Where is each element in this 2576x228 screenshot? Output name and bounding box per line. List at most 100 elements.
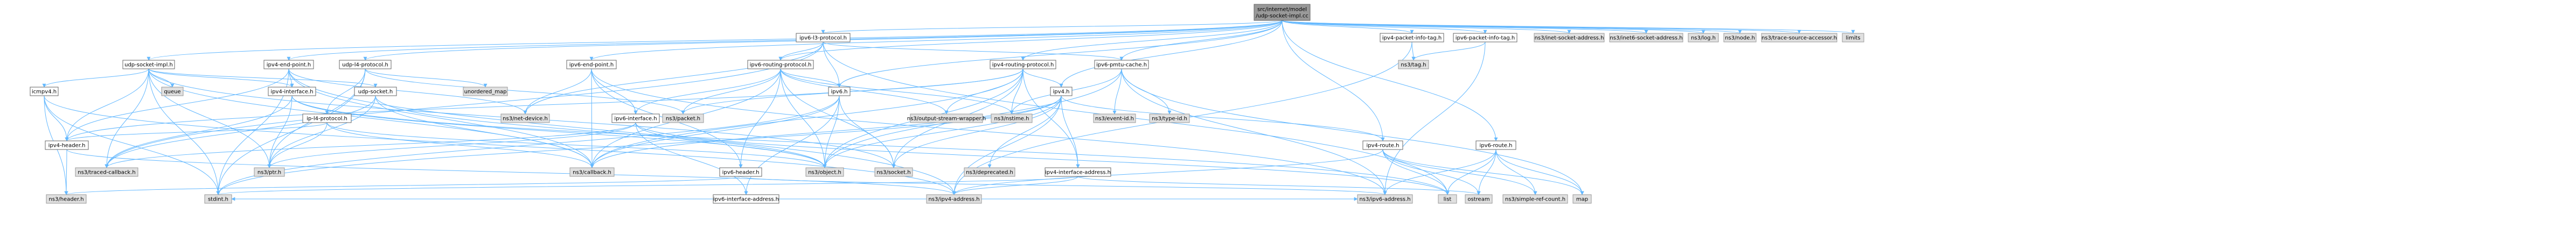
edge-root-to-ipv6_pmtu_cache_h	[1119, 20, 1283, 61]
edge-line	[892, 95, 1062, 168]
node-ns3-packet-h[interactable]: ns3/packet.h	[662, 113, 704, 123]
node-label: ns3/ptr.h	[257, 170, 281, 176]
node-ns3-deprecated-h[interactable]: ns3/deprecated.h	[964, 167, 1015, 177]
edge-line	[1383, 149, 1496, 195]
node-ns3-ipv4-address-h[interactable]: ns3/ipv4-address.h	[926, 194, 982, 204]
node-limits[interactable]: limits	[1842, 33, 1864, 42]
edge-line	[1121, 68, 1584, 195]
node-label: ipv6-interface.h	[614, 116, 657, 122]
node-ipv4-route-h[interactable]: ipv4-route.h	[1362, 140, 1403, 150]
node-ns3-nstime-h[interactable]: ns3/nstime.h	[991, 113, 1033, 123]
edge-line	[325, 68, 366, 115]
edge-line	[42, 68, 149, 88]
edge-ipv6_routing_protocol_h-to-ns3_nstime_h	[780, 68, 1014, 115]
edge-ipv6_route_h-to-ostream	[1477, 149, 1496, 195]
node-ipv4-header-h[interactable]: ipv4-header.h	[45, 140, 89, 150]
node-ns3-tag-h[interactable]: ns3/tag.h	[1398, 60, 1429, 69]
edge-ipv6_routing_protocol_h-to-ipv6_interface_h	[633, 68, 781, 115]
edge-line	[778, 41, 824, 61]
node-ipv6-interface-h[interactable]: ipv6-interface.h	[611, 113, 660, 123]
node-label: ns3/output-stream-wrapper.h	[907, 116, 986, 122]
edge-line	[590, 95, 840, 168]
node-ipv4-routing-protocol-h[interactable]: ipv4-routing-protocol.h	[990, 60, 1056, 69]
node-ns3-ipv6-address-h[interactable]: ns3/ipv6-address.h	[1357, 194, 1413, 204]
edge-ipv4_h-to-stdint_h	[216, 95, 1062, 195]
edge-ipv6_routing_protocol_h-to-ns3_packet_h	[681, 68, 781, 115]
node-box	[263, 60, 314, 69]
node-ip-l4-protocol-h[interactable]: ip-l4-protocol.h	[302, 113, 352, 123]
edge-ip_l4_protocol_h-to-ns3_callback_h	[326, 122, 594, 168]
node-ipv6-routing-protocol-h[interactable]: ipv6-routing-protocol.h	[747, 60, 814, 69]
node-icmpv4-h[interactable]: icmpv4.h	[30, 87, 59, 96]
edge-ipv4_routing_protocol_h-to-ipv4_header_h	[65, 68, 1024, 141]
node-label: ip-l4-protocol.h	[307, 116, 347, 122]
node-ipv4-interface-h-a[interactable]: ipv4-interface.h	[268, 87, 316, 96]
node-ipv6-route-h[interactable]: ipv6-route.h	[1475, 140, 1516, 150]
edge-udp_socket_impl_h-to-icmpv4_h	[42, 68, 149, 88]
node-ipv6-l3-protocol-h[interactable]: ipv6-l3-protocol.h	[796, 33, 851, 42]
node-ns3-node-h[interactable]: ns3/node.h	[1723, 33, 1757, 42]
edge-line	[1009, 68, 1024, 115]
node-ns3-type-id-h[interactable]: ns3/type-id.h	[1149, 113, 1190, 123]
node-ns3-output-stream-wrapper-h[interactable]: ns3/output-stream-wrapper.h	[907, 113, 986, 123]
node-ns3-log-h[interactable]: ns3/log.h	[1688, 33, 1719, 42]
node-ns3-event-id-h[interactable]: ns3/event-id.h	[1093, 113, 1136, 123]
node-box	[566, 60, 617, 69]
node-ns3-header-h[interactable]: ns3/header.h	[46, 194, 87, 204]
node-box	[910, 113, 983, 123]
node-ns3-trace-source-accessor-h[interactable]: ns3/trace-source-accessor.h	[1761, 33, 1837, 42]
node-ns3-callback-h[interactable]: ns3/callback.h	[569, 167, 615, 177]
node-ns3-simple-ref-count-h[interactable]: ns3/simple-ref-count.h	[1502, 194, 1568, 204]
node-map[interactable]: map	[1572, 194, 1592, 204]
node-box	[302, 113, 352, 123]
edge-ipv6_routing_protocol_h-to-ipv6_h	[780, 68, 841, 88]
node-ipv6-packet-info-tag-h[interactable]: ipv6-packet-info-tag.h	[1453, 33, 1517, 42]
node-ipv6-h[interactable]: ipv6.h	[828, 87, 851, 96]
node-label: ipv4-end-point.h	[267, 62, 311, 68]
edge-udp_l4_protocol_h-to-unordered_map	[365, 68, 488, 88]
node-ipv6-interface-address-h[interactable]: ipv6-interface-address.h	[713, 194, 779, 204]
node-udp-l4-protocol-h[interactable]: udp-l4-protocol.h	[339, 60, 392, 69]
node-ns3-ptr-h[interactable]: ns3/ptr.h	[254, 167, 285, 177]
node-ns3-inet-socket-address-h[interactable]: ns3/inet-socket-address.h	[1534, 33, 1605, 42]
edge-line	[216, 95, 1062, 195]
edge-line	[1119, 20, 1283, 61]
edge-udp_socket_impl_h-to-stdint_h	[148, 68, 220, 195]
node-ipv6-pmtu-cache-h[interactable]: ipv6-pmtu-cache.h	[1094, 60, 1149, 69]
node-label: unordered_map	[464, 89, 507, 95]
edge-line	[778, 20, 1283, 61]
node-ipv4-interface-address-h[interactable]: ipv4-interface-address.h	[1045, 167, 1111, 177]
node-udp-socket-impl-h[interactable]: udp-socket-impl.h	[122, 60, 175, 69]
node-label: ns3/node.h	[1725, 35, 1755, 41]
node-ipv4-h[interactable]: ipv4.h	[1050, 87, 1073, 96]
edge-line	[839, 95, 896, 168]
node-ostream[interactable]: ostream	[1465, 194, 1493, 204]
node-box	[1761, 33, 1837, 42]
edge-ipv6_pmtu_cache_h-to-ns3_event_id_h	[1112, 68, 1122, 115]
node-queue[interactable]: queue	[161, 87, 184, 96]
node-ipv4-packet-info-tag-h[interactable]: ipv4-packet-info-tag.h	[1380, 33, 1444, 42]
edge-ipv6_route_h-to-map	[1495, 149, 1584, 195]
edge-line	[744, 95, 840, 195]
edge-ipv4_interface_address_h-to-ns3_ipv4_address_h	[952, 176, 1078, 195]
node-udp-socket-h[interactable]: udp-socket.h	[354, 87, 397, 96]
node-box	[1380, 33, 1444, 42]
node-ns3-net-device-h[interactable]: ns3/net-device.h	[500, 113, 550, 123]
edge-line	[365, 68, 685, 115]
node-box	[719, 167, 762, 177]
node-stdint-h[interactable]: stdint.h	[204, 194, 232, 204]
node-ipv4-end-point-h[interactable]: ipv4-end-point.h	[263, 60, 314, 69]
edge-line	[837, 20, 1283, 88]
node-label: limits	[1846, 35, 1860, 41]
node-ipv6-end-point-h[interactable]: ipv6-end-point.h	[566, 60, 617, 69]
node-ns3-traced-callback-h[interactable]: ns3/traced-callback.h	[75, 167, 138, 177]
node-ipv6-header-h[interactable]: ipv6-header.h	[719, 167, 762, 177]
edge-line	[823, 95, 840, 168]
node-list[interactable]: list	[1438, 194, 1457, 204]
edge-ipv4_header_h-to-ns3_ipv4_address_h	[66, 149, 956, 195]
node-unordered-map[interactable]: unordered_map	[463, 87, 508, 96]
node-ns3-inet6-socket-address-h[interactable]: ns3/inet6-socket-address.h	[1609, 33, 1683, 42]
node-box	[964, 167, 1015, 177]
node-ns3-object-h[interactable]: ns3/object.h	[805, 167, 844, 177]
node-ns3-socket-h[interactable]: ns3/socket.h	[874, 167, 913, 177]
